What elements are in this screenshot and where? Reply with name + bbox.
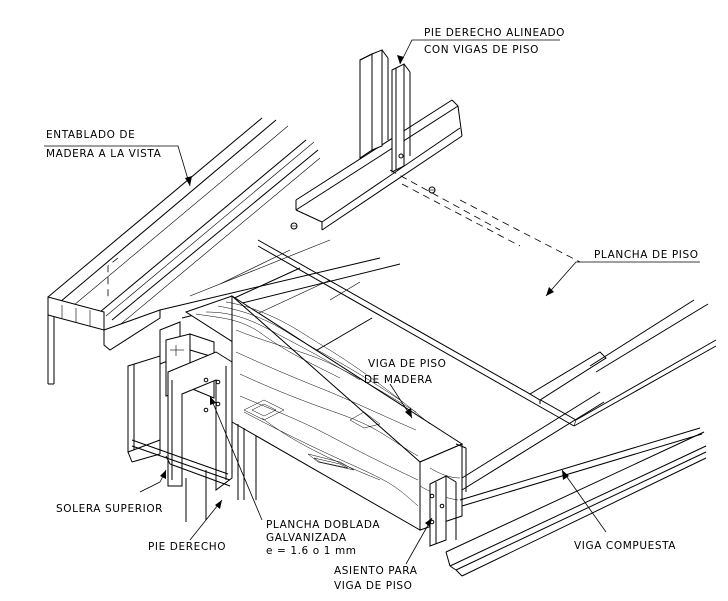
top-plate xyxy=(127,355,231,487)
label-stud: PIE DERECHO xyxy=(148,541,226,553)
label-floor-plate: PLANCHA DE PISO xyxy=(594,249,699,261)
label-galv-line1: PLANCHA DOBLADA xyxy=(266,519,380,531)
upper-steel-channel xyxy=(295,99,463,231)
label-joist-line1: VIGA DE PISO xyxy=(368,358,447,370)
label-galv-line2: GALVANIZADA xyxy=(266,532,347,544)
composite-beam xyxy=(445,299,709,577)
floor-plate-panel xyxy=(107,169,717,427)
exposed-wood-decking xyxy=(47,117,321,385)
label-composite-beam: VIGA COMPUESTA xyxy=(574,540,676,552)
leader-lines xyxy=(44,39,700,565)
annotations: PIE DERECHO ALINEADO CON VIGAS DE PISO E… xyxy=(46,27,699,592)
label-seat-line2: VIGA DE PISO xyxy=(334,580,413,592)
label-joist-line2: DE MADERA xyxy=(364,374,433,386)
label-decking-line2: MADERA A LA VISTA xyxy=(46,148,162,160)
label-stud-aligned-line2: CON VIGAS DE PISO xyxy=(424,44,539,56)
label-stud-aligned-line1: PIE DERECHO ALINEADO xyxy=(424,27,565,39)
label-top-plate: SOLERA SUPERIOR xyxy=(56,503,163,515)
label-galv-line3: e = 1.6 o 1 mm xyxy=(266,545,357,557)
galvanized-bent-plate xyxy=(159,321,233,491)
label-decking-line1: ENTABLADO DE xyxy=(46,129,135,141)
label-seat-line1: ASIENTO PARA xyxy=(334,565,418,577)
stud-aligned-with-joists xyxy=(359,49,411,173)
